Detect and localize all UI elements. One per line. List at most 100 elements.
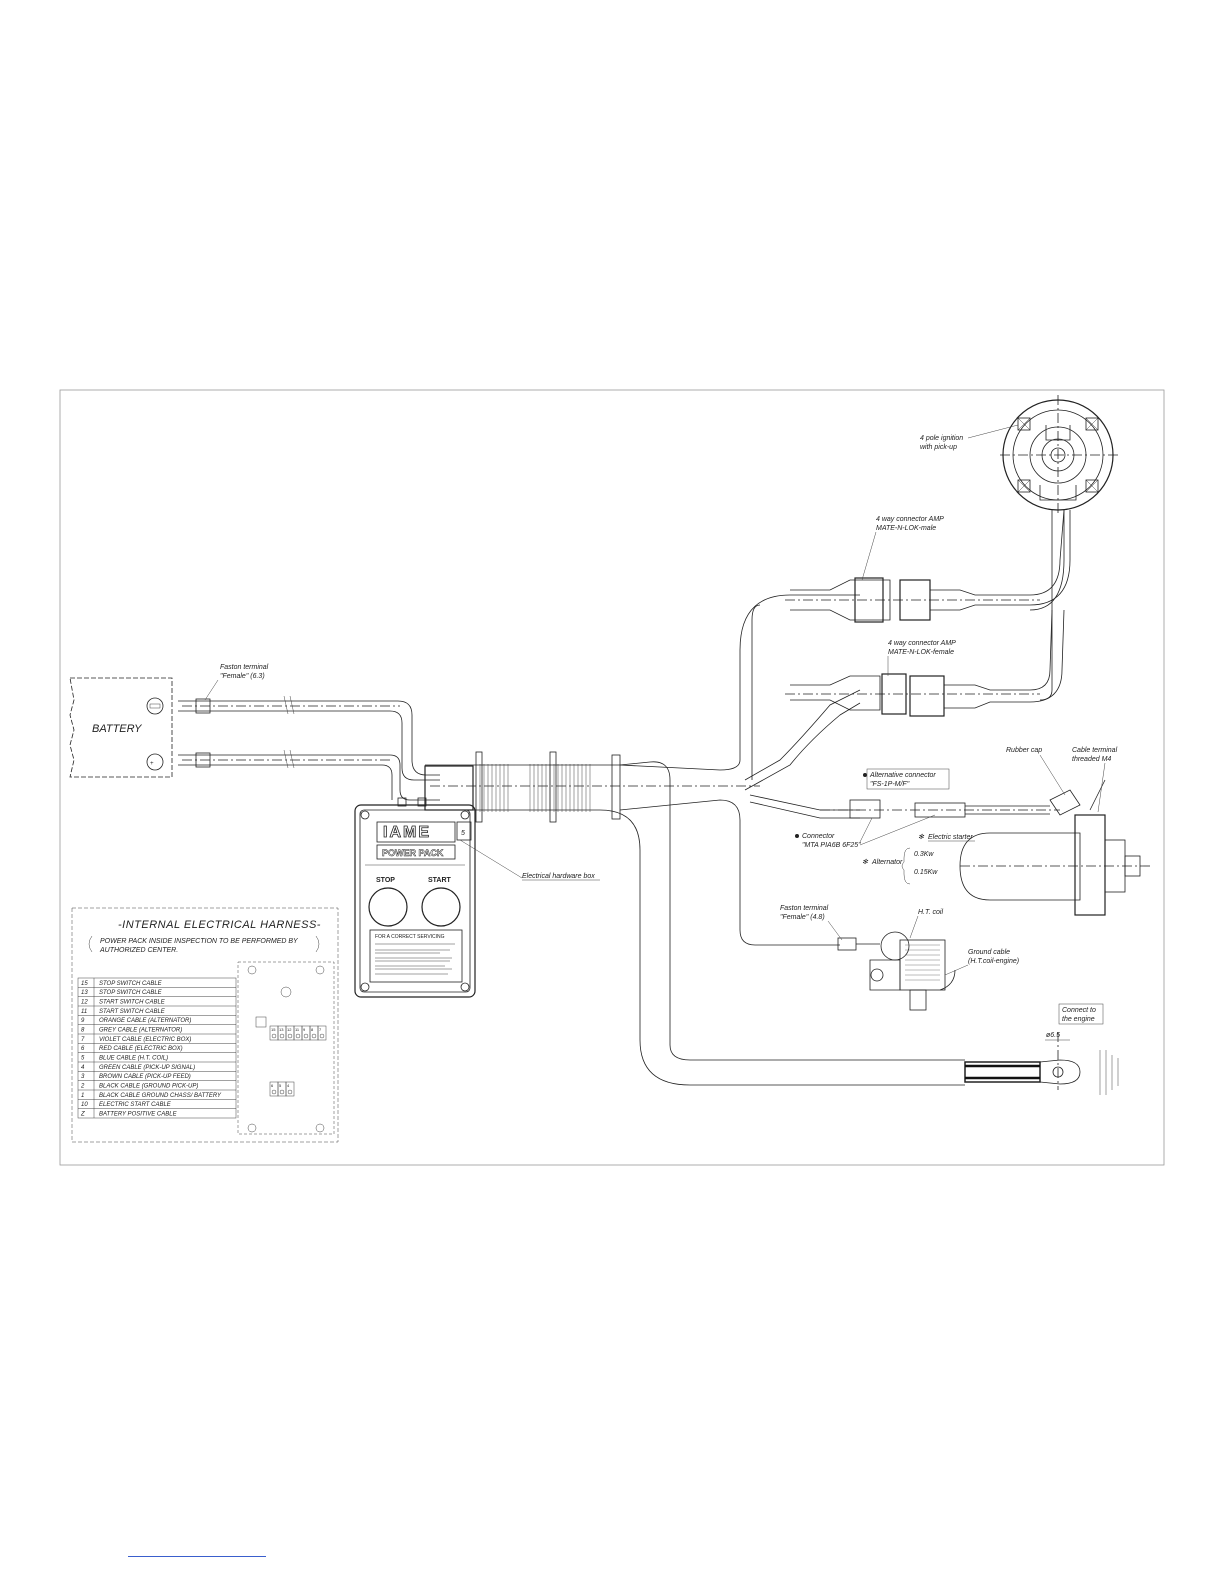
- electrical-hardware-box-label: Electrical hardware box: [522, 873, 595, 880]
- harness-row-number: 2: [80, 1084, 85, 1090]
- connect-engine-line2: the engine: [1062, 1016, 1095, 1023]
- faston-coil-line2: "Female" (4.8): [780, 914, 825, 921]
- battery: BATTERY +: [69, 677, 173, 778]
- alt-connector-line2: "FS-1P-M/F": [870, 781, 910, 788]
- harness-row-number: Z: [80, 1112, 85, 1118]
- svg-text:+: +: [150, 761, 154, 767]
- harness-row-description: BROWN CABLE (PICK-UP FEED): [99, 1074, 191, 1080]
- starter-asterisk: ✻: [918, 833, 925, 841]
- ground-cable-line1: Ground cable: [968, 949, 1010, 956]
- mta-connector-line2: "MTA PIA6B 6F25": [802, 842, 861, 849]
- battery-label: BATTERY: [92, 723, 142, 735]
- alternative-connector: [820, 799, 1060, 819]
- terminal-slot: [317, 1025, 327, 1041]
- alternator-label: Alternator: [871, 859, 903, 866]
- connector-male-line2: MATE-N-LOK-male: [876, 525, 936, 532]
- rubber-cap-label: Rubber cap: [1006, 747, 1042, 754]
- harness-row-number: 7: [81, 1037, 85, 1043]
- harness-note-line2: AUTHORIZED CENTER.: [99, 947, 178, 954]
- faston-terminal-battery-line2: "Female" (6.3): [220, 673, 265, 680]
- ht-coil: [837, 931, 956, 1011]
- power-pack-label: POWER PACK: [382, 848, 444, 858]
- harness-row-number: 15: [81, 981, 88, 987]
- cable-terminal-line1: Cable terminal: [1072, 747, 1118, 754]
- harness-row-number: 9: [81, 1018, 85, 1024]
- alternator-asterisk: ✻: [862, 858, 869, 866]
- ignition-label-line1: 4 pole ignition: [920, 435, 963, 442]
- harness-row-description: BLACK CABLE (GROUND PICK-UP): [99, 1084, 198, 1090]
- start-button: [421, 887, 461, 927]
- start-label: START: [428, 877, 452, 884]
- harness-row-description: BLACK CABLE GROUND CHASS/ BATTERY: [99, 1093, 222, 1099]
- stop-button: [368, 887, 408, 927]
- drawing-frame: [59, 389, 1165, 1166]
- terminal-number: 7: [319, 1027, 322, 1032]
- alternator-value-2: 0.15Kw: [914, 869, 938, 876]
- harness-row-description: BATTERY POSITIVE CABLE: [99, 1112, 178, 1118]
- terminal-number: 15: [271, 1027, 276, 1032]
- harness-row-number: 4: [81, 1065, 85, 1071]
- power-pack: IAME 5 POWER PACK STOP START FOR A CORRE…: [354, 797, 476, 998]
- ignition-label-line2: with pick-up: [920, 444, 957, 451]
- terminal-number: 6: [271, 1083, 274, 1088]
- terminal-number: 12: [287, 1027, 292, 1032]
- ground-cable-line2: (H.T.coil-engine): [968, 958, 1019, 965]
- harness-row-description: START SWITCH CABLE: [99, 1009, 166, 1015]
- harness-row-number: 8: [81, 1028, 85, 1034]
- alt-connector-line1: Alternative connector: [869, 772, 936, 779]
- harness-row-number: 10: [81, 1102, 88, 1108]
- cable-terminal-line2: threaded M4: [1072, 756, 1111, 763]
- electric-starter: [959, 779, 1150, 916]
- terminal-number: 4: [287, 1083, 290, 1088]
- instruction-title: FOR A CORRECT SERVICING: [375, 934, 445, 940]
- faston-coil-line1: Faston terminal: [780, 905, 829, 912]
- terminal-number: 9: [303, 1027, 306, 1032]
- connector-female: [785, 609, 1065, 717]
- power-pack-number: 5: [461, 830, 465, 837]
- connector-male-line1: 4 way connector AMP: [876, 516, 944, 523]
- harness-row-description: GREY CABLE (ALTERNATOR): [99, 1028, 182, 1034]
- harness-row-description: GREEN CABLE (PICK-UP SIGNAL): [99, 1065, 195, 1071]
- terminal-number: 8: [311, 1027, 314, 1032]
- harness-note-line1: POWER PACK INSIDE INSPECTION TO BE PERFO…: [100, 938, 299, 945]
- internal-harness-panel: -INTERNAL ELECTRICAL HARNESS- POWER PACK…: [71, 907, 339, 1143]
- terminal-number: 11: [295, 1027, 300, 1032]
- ht-coil-label: H.T. coil: [918, 909, 943, 916]
- connector-male: [785, 509, 1071, 623]
- harness-row-description: BLUE CABLE (H.T. COIL): [99, 1056, 168, 1062]
- harness-row-number: 1: [81, 1093, 84, 1099]
- harness-row-number: 13: [81, 990, 88, 996]
- terminal-number: 5: [279, 1083, 282, 1088]
- harness-row-description: START SWITCH CABLE: [99, 1000, 166, 1006]
- stop-label: STOP: [376, 877, 395, 884]
- connect-engine-line1: Connect to: [1062, 1007, 1096, 1014]
- harness-row-description: STOP SWITCH CABLE: [99, 981, 163, 987]
- electric-starter-label: Electric starter: [928, 834, 973, 841]
- ignition: [1000, 395, 1120, 701]
- harness-row-description: ELECTRIC START CABLE: [99, 1102, 172, 1108]
- harness-row-description: ORANGE CABLE (ALTERNATOR): [99, 1018, 191, 1024]
- battery-cables: [178, 695, 440, 801]
- diameter-label: ø6.5: [1046, 1032, 1060, 1039]
- harness-row-number: 11: [81, 1009, 87, 1015]
- harness-title: -INTERNAL ELECTRICAL HARNESS-: [118, 919, 321, 931]
- faston-terminal-battery-line1: Faston terminal: [220, 664, 269, 671]
- mta-connector-line1: Connector: [802, 833, 835, 840]
- connector-female-line1: 4 way connector AMP: [888, 640, 956, 647]
- power-pack-brand: IAME: [383, 824, 431, 841]
- harness-row-number: 3: [81, 1074, 85, 1080]
- harness-row-description: RED CABLE (ELECTRIC BOX): [99, 1046, 183, 1052]
- connector-female-line2: MATE-N-LOK-female: [888, 649, 954, 656]
- harness-row-number: 12: [81, 1000, 88, 1006]
- main-harness: [424, 594, 965, 1086]
- footer-link-underline: [128, 1556, 266, 1557]
- terminal-slot: [285, 1081, 295, 1097]
- terminal-number: 13: [279, 1027, 284, 1032]
- ground-lug: [964, 1032, 1119, 1095]
- harness-row-description: VIOLET CABLE (ELECTRIC BOX): [99, 1037, 191, 1043]
- harness-row-number: 5: [81, 1056, 85, 1062]
